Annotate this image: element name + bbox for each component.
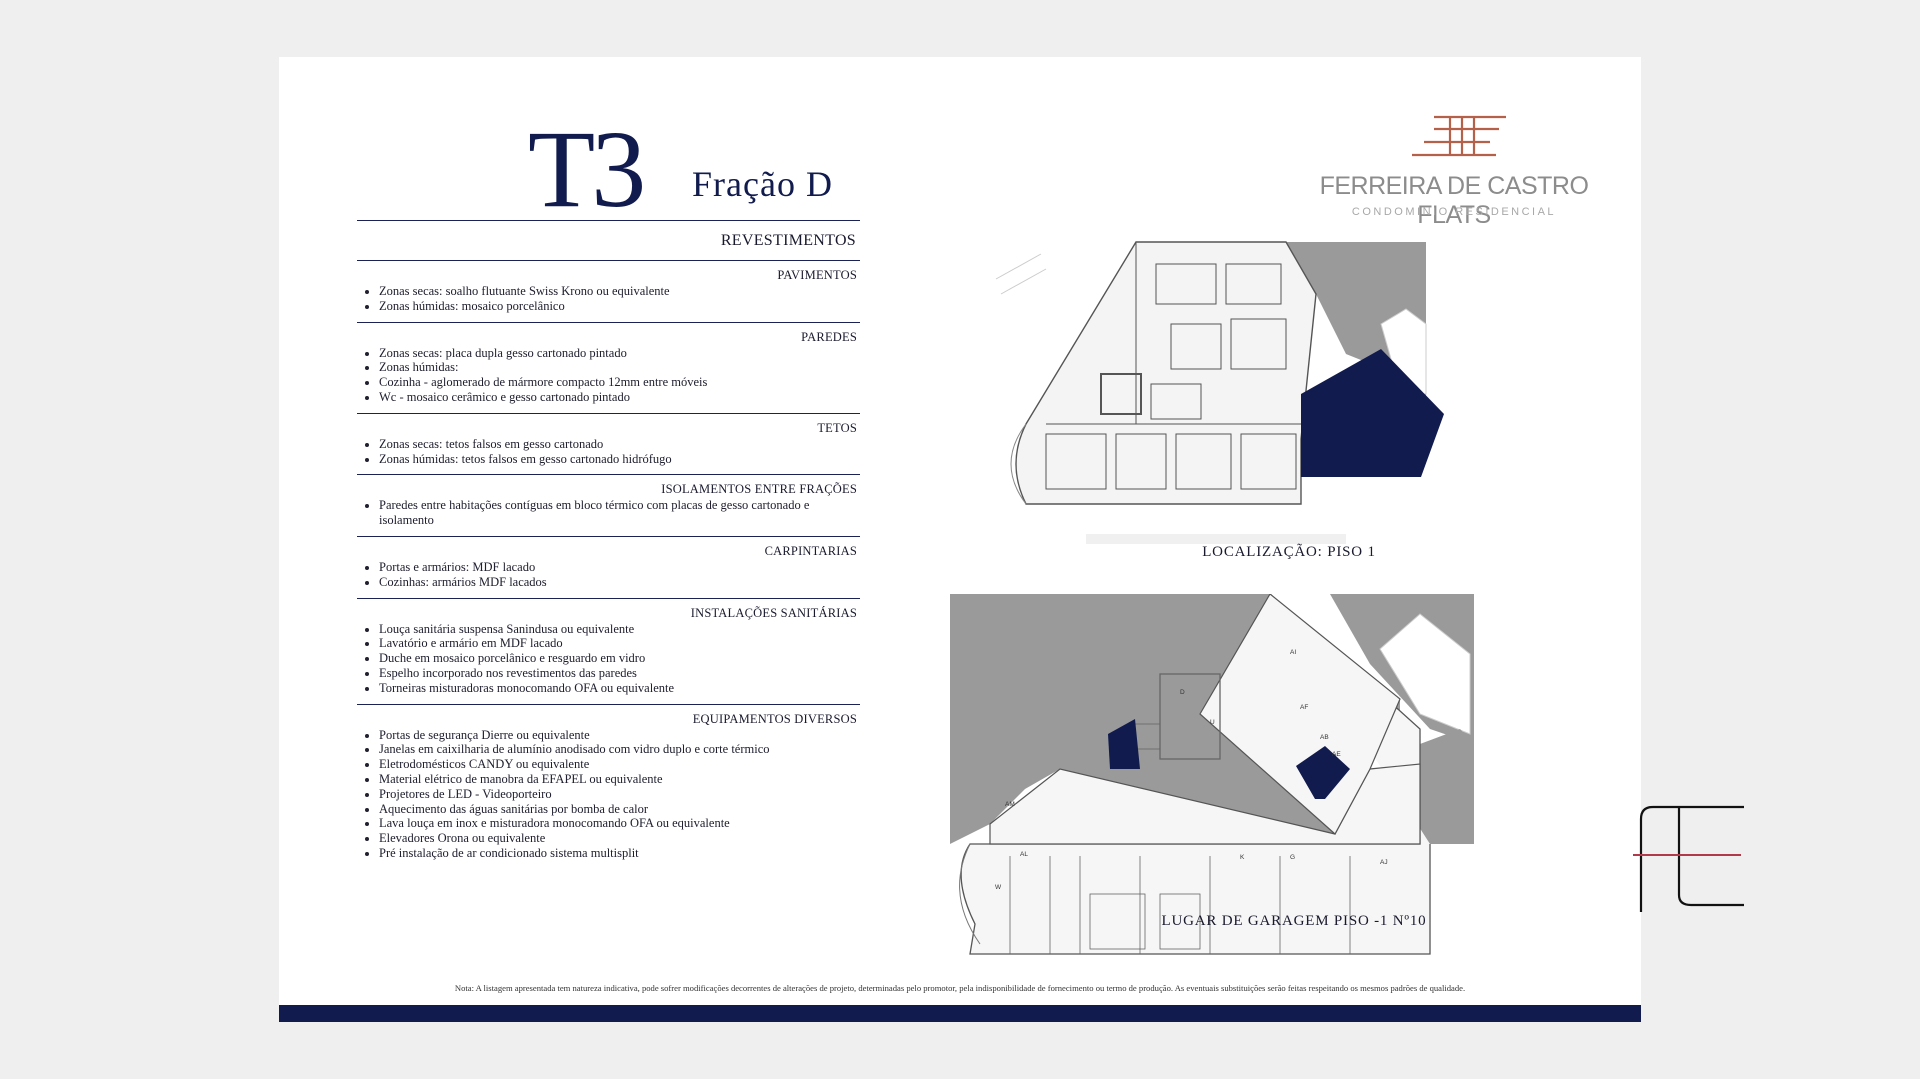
spec-item: Projetores de LED - Videoporteiro xyxy=(379,787,860,802)
garage-label: AF xyxy=(1300,704,1308,711)
specs-sections: PAVIMENTOS Zonas secas: soalho flutuante … xyxy=(357,260,860,869)
spec-item: Espelho incorporado nos revestimentos da… xyxy=(379,666,860,681)
divider xyxy=(357,703,860,705)
spec-item: Portas e armários: MDF lacado xyxy=(379,560,860,575)
divider xyxy=(357,412,860,414)
spec-list: Portas e armários: MDF lacadoCozinhas: a… xyxy=(357,560,860,590)
spec-item: Zonas secas: placa dupla gesso cartonado… xyxy=(379,346,860,361)
brand-logo: FERREIRA DE CASTRO FLATS CONDOMINIO RESI… xyxy=(1294,97,1614,229)
brand-subtitle: CONDOMINIO RESIDENCIAL xyxy=(1351,206,1557,218)
divider xyxy=(357,220,860,221)
spec-item: Lavatório e armário em MDF lacado xyxy=(379,636,860,651)
divider xyxy=(357,260,860,261)
spec-list: Paredes entre habitações contíguas em bl… xyxy=(357,498,860,528)
spec-list: Zonas secas: tetos falsos em gesso carto… xyxy=(357,437,860,467)
garage-label: AL xyxy=(1020,851,1028,858)
spec-item: Pré instalação de ar condicionado sistem… xyxy=(379,846,860,861)
spec-item: Zonas secas: soalho flutuante Swiss Kron… xyxy=(379,284,860,299)
divider xyxy=(357,474,860,476)
spec-item: Cozinha - aglomerado de mármore compacto… xyxy=(379,375,860,390)
divider xyxy=(357,597,860,599)
spec-section: TETOS Zonas secas: tetos falsos em gesso … xyxy=(357,414,860,475)
spec-section: EQUIPAMENTOS DIVERSOS Portas de segurança… xyxy=(357,705,860,869)
spec-item: Lava louça em inox e misturadora monocom… xyxy=(379,816,860,831)
garage-label: AJ xyxy=(1380,859,1388,866)
spec-section-title: PAVIMENTOS xyxy=(777,268,857,282)
garage-label: AE xyxy=(1332,751,1341,758)
spec-list: Portas de segurança Dierre ou equivalent… xyxy=(357,728,860,861)
spec-section-title: INSTALAÇÕES SANITÁRIAS xyxy=(690,605,857,620)
spec-item: Material elétrico de manobra da EFAPEL o… xyxy=(379,772,860,787)
fe-monogram-icon xyxy=(1633,805,1744,912)
spec-item: Zonas secas: tetos falsos em gesso carto… xyxy=(379,437,860,452)
spec-section: INSTALAÇÕES SANITÁRIAS Louça sanitária su… xyxy=(357,599,860,704)
spec-section-title: PAREDES xyxy=(801,329,857,344)
spec-item: Janelas em caixilharia de alumínio anodi… xyxy=(379,742,860,757)
specs-title: REVESTIMENTOS xyxy=(720,232,856,249)
spec-item: Paredes entre habitações contíguas em bl… xyxy=(379,498,860,528)
spec-item: Aquecimento das águas sanitárias por bom… xyxy=(379,802,860,817)
spec-section: PAREDES Zonas secas: placa dupla gesso ca… xyxy=(357,323,860,413)
garage-label: AB xyxy=(1320,734,1329,741)
spec-section-title: CARPINTARIAS xyxy=(764,543,857,558)
spec-item: Cozinhas: armários MDF lacados xyxy=(379,575,860,590)
typology-title: T3 xyxy=(528,108,646,230)
spec-item: Zonas húmidas: xyxy=(379,360,860,375)
location-caption: LOCALIZAÇÃO: PISO 1 xyxy=(1202,544,1376,560)
fraction-title: Fração D xyxy=(692,164,833,204)
spec-item: Louça sanitária suspensa Sanindusa ou eq… xyxy=(379,622,860,637)
divider xyxy=(357,535,860,537)
spec-section: PAVIMENTOS Zonas secas: soalho flutuante … xyxy=(357,261,860,322)
spec-item: Wc - mosaico cerâmico e gesso cartonado … xyxy=(379,390,860,405)
brand-name: FERREIRA DE CASTRO FLATS xyxy=(1319,172,1589,229)
garage-label: D xyxy=(1180,689,1185,696)
garage-label: G xyxy=(1290,854,1295,861)
spec-section: CARPINTARIAS Portas e armários: MDF lacad… xyxy=(357,537,860,598)
spec-section-title: TETOS xyxy=(817,420,857,435)
spec-list: Zonas secas: placa dupla gesso cartonado… xyxy=(357,346,860,405)
spec-list: Louça sanitária suspensa Sanindusa ou eq… xyxy=(357,622,860,696)
garage-label: AM xyxy=(1005,801,1015,808)
spec-section: ISOLAMENTOS ENTRE FRAÇÕESParedes entre h… xyxy=(357,475,860,536)
bottom-bar xyxy=(279,1005,1641,1022)
footer-note: Nota: A listagem apresentada tem naturez… xyxy=(454,983,1466,993)
spec-item: Torneiras misturadoras monocomando OFA o… xyxy=(379,681,860,696)
spec-item: Duche em mosaico porcelânico e resguardo… xyxy=(379,651,860,666)
spec-section-title: ISOLAMENTOS ENTRE FRAÇÕES xyxy=(661,482,857,497)
divider xyxy=(357,321,860,323)
spec-item: Elevadores Orona ou equivalente xyxy=(379,831,860,846)
specs-panel: REVESTIMENTOS PAVIMENTOS Zonas secas: soa… xyxy=(357,220,860,869)
garage-caption: LUGAR DE GARAGEM PISO -1 Nº10 xyxy=(1161,913,1427,929)
spec-item: Eletrodomésticos CANDY ou equivalente xyxy=(379,757,860,772)
garage-label: AI xyxy=(1290,649,1296,656)
building-logo-icon xyxy=(1412,115,1506,157)
spec-list: Zonas secas: soalho flutuante Swiss Kron… xyxy=(357,284,860,314)
location-floor-plan xyxy=(986,234,1466,576)
garage-label: W xyxy=(995,884,1002,891)
garage-label: U xyxy=(1210,719,1215,726)
garage-label: K xyxy=(1240,854,1245,861)
brochure-page: T3 Fração D REVESTIMENTOS PAVIMENTOS Zona… xyxy=(279,57,1744,1022)
spec-item: Zonas húmidas: tetos falsos em gesso car… xyxy=(379,452,860,467)
spec-item: Zonas húmidas: mosaico porcelânico xyxy=(379,299,860,314)
spec-section-title: EQUIPAMENTOS DIVERSOS xyxy=(692,711,857,726)
headline: T3 Fração D xyxy=(528,112,1068,227)
garage-floor-plan: AI AF AB AE AJ AL W AM D G K U xyxy=(950,594,1474,962)
spec-item: Portas de segurança Dierre ou equivalent… xyxy=(379,728,860,743)
